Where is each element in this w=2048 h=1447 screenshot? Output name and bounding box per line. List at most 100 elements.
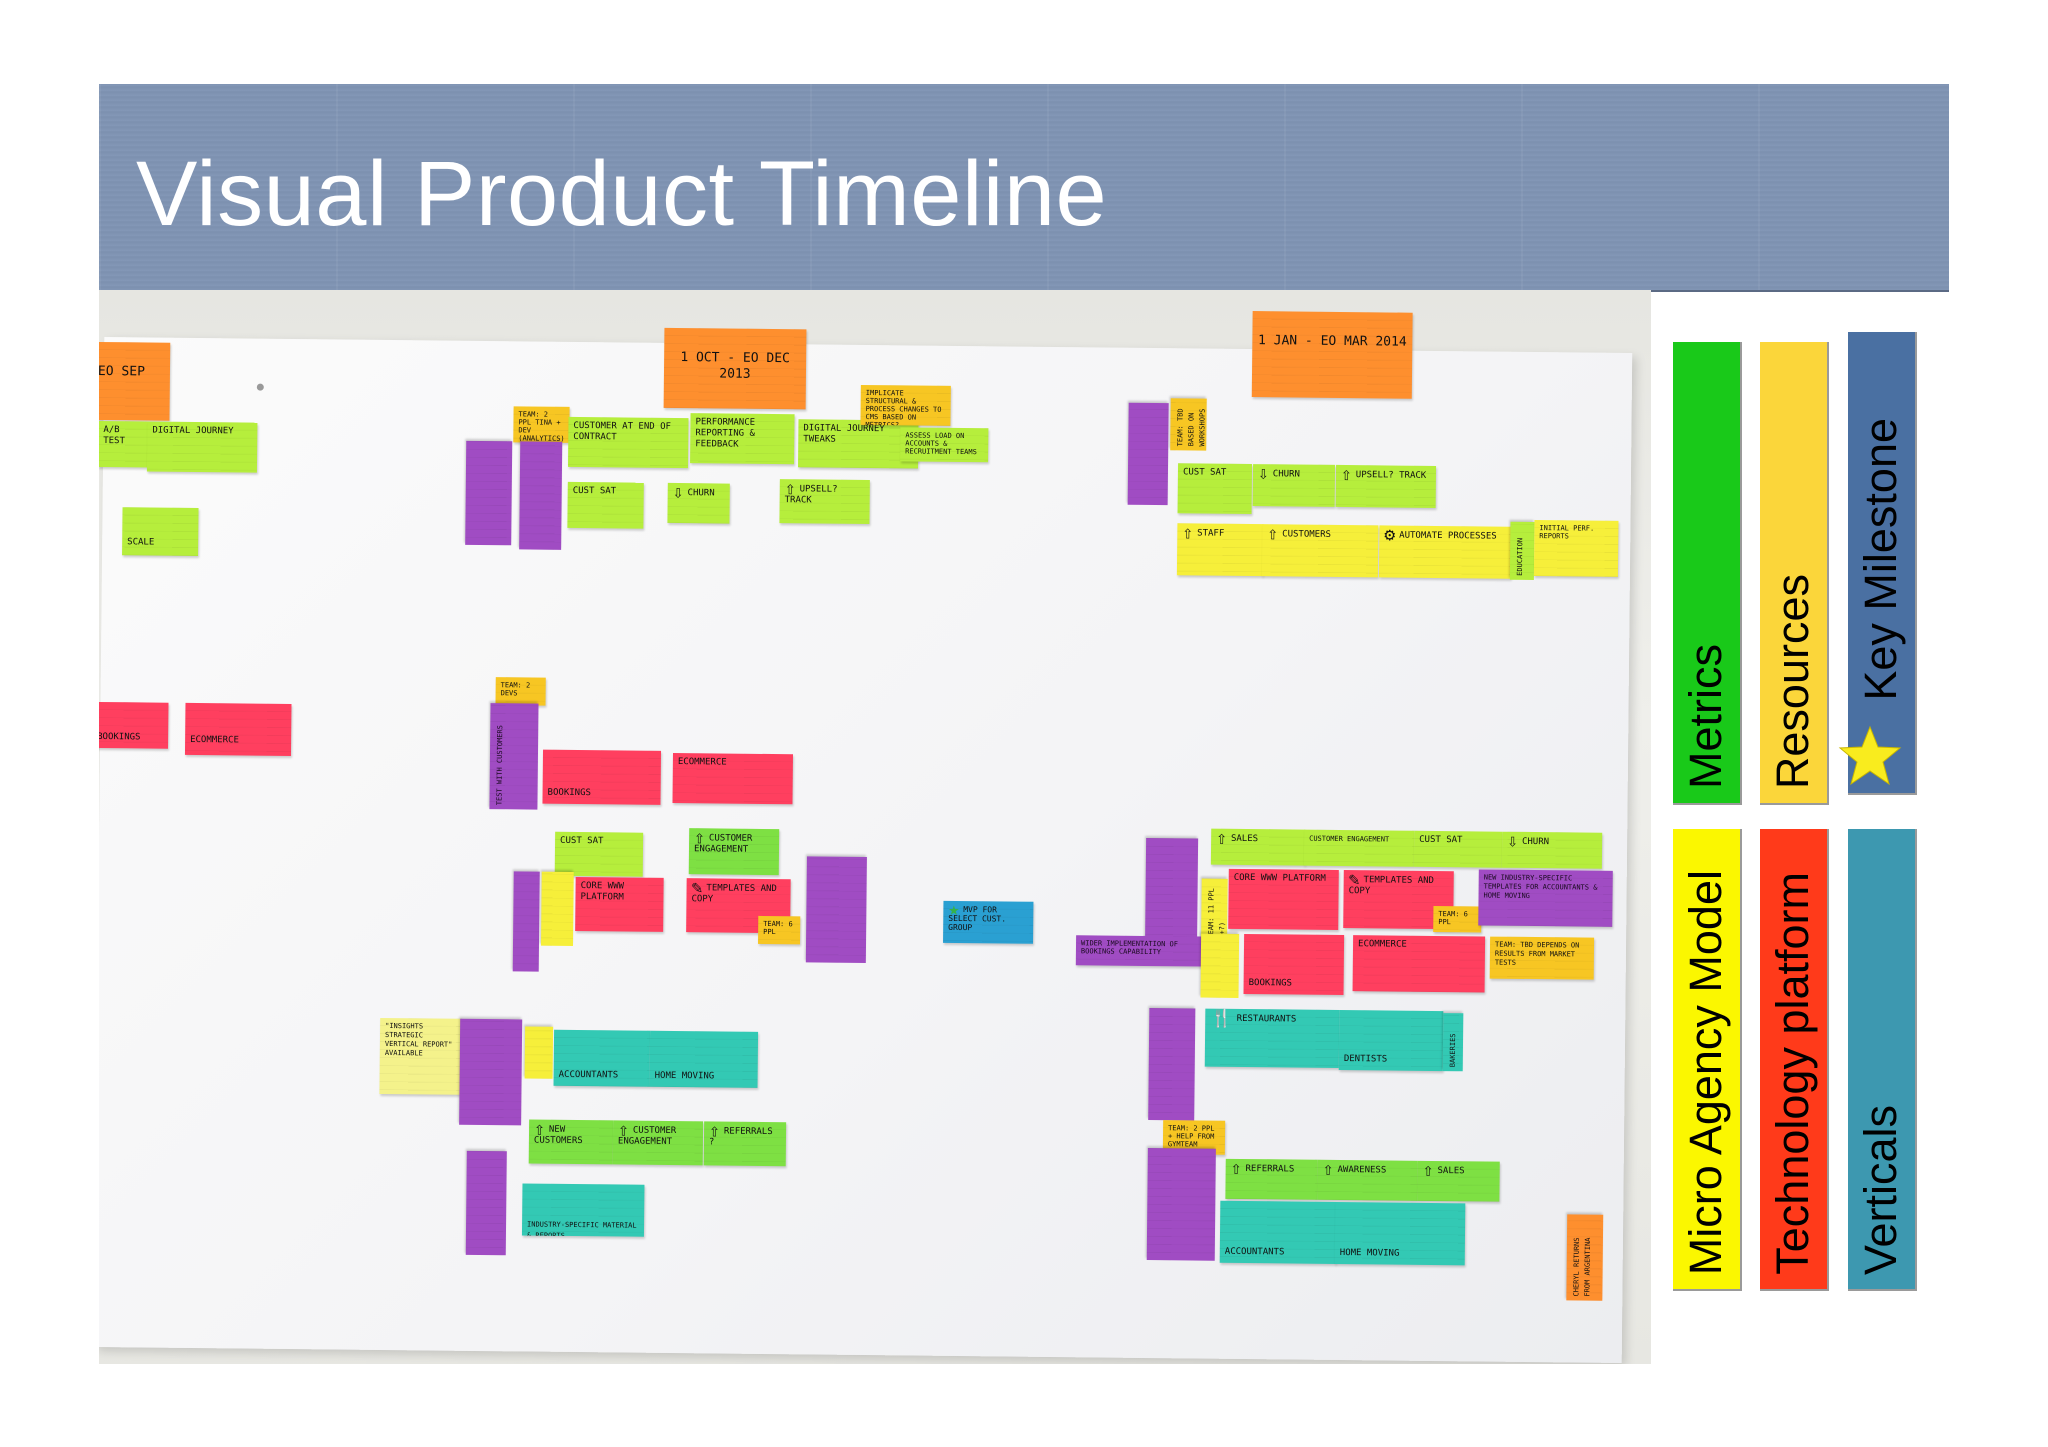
staff-label: STAFF	[1197, 528, 1225, 539]
note-referrals: ⇧REFERRALS ?	[703, 1121, 787, 1167]
note-purple-7	[459, 1018, 523, 1126]
pencil-icon: ✎	[1348, 870, 1360, 891]
pin-icon	[256, 383, 264, 391]
title-bar: Visual Product Timeline	[99, 84, 1949, 292]
arrow-up-icon: ⇧	[1340, 464, 1352, 486]
milestone-jan-mar: 1 JAN - EO MAR 2014	[1251, 311, 1413, 399]
note-purple-1	[465, 440, 513, 546]
note-perf-reporting: PERFORMANCE REPORTING & FEEDBACK	[690, 413, 795, 465]
note-cust-sat: CUST SAT	[567, 481, 644, 529]
timeline-photo: EO SEP 1 OCT - EO DEC 2013 1 JAN - EO MA…	[99, 290, 1651, 1364]
note-purple-10	[1146, 1147, 1216, 1261]
awareness-label: AWARENESS	[1337, 1164, 1387, 1176]
milestone-sep: EO SEP	[99, 341, 171, 421]
arrow-up-icon: ⇧	[784, 479, 796, 500]
note-team-6ppl: TEAM: 6 PPL	[758, 915, 801, 945]
star-icon: ★	[948, 900, 960, 921]
customers-label: CUSTOMERS	[1282, 529, 1332, 540]
star-icon	[1838, 725, 1902, 786]
note-vertical-report: "INSIGHTS STRATEGIC VERTICAL REPORT" AVA…	[379, 1017, 463, 1095]
arrow-up-icon: ⇧	[1267, 524, 1279, 545]
note-staff: ⇧STAFF	[1176, 523, 1264, 577]
legend-micro-agency: Micro Agency Model	[1673, 829, 1742, 1291]
note-digital-journey: DIGITAL JOURNEY	[146, 421, 258, 473]
note-sales-2: ⇧SALES	[1417, 1160, 1500, 1202]
note-scale: SCALE	[122, 507, 199, 557]
arrow-up-icon: ⇧	[533, 1119, 546, 1140]
sales-label: SALES	[1230, 833, 1259, 845]
milestone-oct-dec: 1 OCT - EO DEC 2013	[663, 327, 807, 410]
note-team-2devs: TEAM: 2 DEVS	[495, 677, 546, 706]
legend-verticals: Verticals	[1848, 829, 1917, 1291]
note-purple-8	[465, 1150, 507, 1256]
note-team-analytics: TEAM: 2 PPL TINA + DEV (ANALYTICS)	[513, 406, 570, 443]
restaurants-label: RESTAURANTS	[1236, 1013, 1297, 1025]
automate-label: AUTOMATE PROCESSES	[1399, 530, 1497, 542]
note-customer-engagement-2: CUSTOMER ENGAGEMENT	[1303, 829, 1415, 867]
note-cust-sat-2: CUST SAT	[1177, 463, 1253, 515]
note-accountants: ACCOUNTANTS	[553, 1029, 651, 1087]
note-education: EDUCATION	[1509, 521, 1535, 581]
arrow-up-icon: ⇧	[708, 1121, 721, 1142]
churn-label: CHURN	[687, 488, 715, 499]
legend-technology-platform-label: Technology platform	[1766, 872, 1818, 1275]
note-new-industry: NEW INDUSTRY-SPECIFIC TEMPLATES FOR ACCO…	[1478, 869, 1613, 927]
legend-verticals-label: Verticals	[1854, 1104, 1906, 1275]
note-churn: ⇩CHURN	[667, 482, 730, 524]
note-churn-3: ⇩CHURN	[1501, 831, 1603, 869]
note-ecommerce-left: ECOMMERCE	[184, 702, 292, 757]
arrow-up-icon: ⇧	[1422, 1160, 1434, 1181]
note-purple-9	[1148, 1008, 1196, 1121]
arrow-down-icon: ⇩	[1257, 464, 1269, 485]
arrow-up-icon: ⇧	[694, 828, 706, 849]
note-automate: ⚙AUTOMATE PROCESSES	[1378, 525, 1512, 579]
sales-2-label: SALES	[1437, 1166, 1465, 1177]
note-sales: ⇧SALES	[1210, 828, 1306, 866]
note-customer-eoc: CUSTOMER AT END OF CONTRACT	[567, 416, 689, 469]
arrow-up-icon: ⇧	[1216, 828, 1228, 849]
note-yellow-vert-1	[540, 871, 574, 946]
legend-resources-label: Resources	[1766, 573, 1818, 789]
note-customer-engagement: ⇧CUSTOMER ENGAGEMENT	[688, 828, 780, 876]
note-customer-engagement-3: ⇧CUSTOMER ENGAGEMENT	[612, 1120, 704, 1166]
referrals-2-label: REFERRALS	[1245, 1164, 1295, 1175]
note-team-vert-2	[1200, 933, 1240, 998]
slide-title: Visual Product Timeline	[136, 143, 1108, 245]
note-mvp: ★MVP FOR SELECT CUST. GROUP	[943, 900, 1034, 944]
note-awareness: ⇧AWARENESS	[1317, 1159, 1418, 1201]
note-churn-2: ⇩CHURN	[1252, 464, 1336, 507]
legend-micro-agency-label: Micro Agency Model	[1679, 869, 1731, 1275]
note-yellow-vert-3	[524, 1026, 554, 1079]
note-team-6ppl-2: TEAM: 6 PPL	[1433, 905, 1482, 933]
note-customers: ⇧CUSTOMERS	[1261, 524, 1379, 578]
legend-metrics: Metrics	[1673, 342, 1742, 805]
note-dentists: DENTISTS	[1338, 1009, 1444, 1072]
note-cust-sat-4: CUST SAT	[1413, 830, 1503, 868]
note-purple-2	[519, 441, 563, 550]
note-restaurants: 🍴RESTAURANTS	[1204, 1008, 1340, 1068]
legend-resources: Resources	[1760, 342, 1829, 805]
arrow-up-icon: ⇧	[1182, 523, 1194, 544]
note-new-customers: ⇧NEW CUSTOMERS	[528, 1119, 614, 1165]
templates-2-label: TEMPLATES AND COPY	[1348, 875, 1435, 897]
note-assess-load: ASSESS LOAD ON ACCOUNTS & RECRUITMENT TE…	[900, 427, 989, 463]
note-cust-sat-3: CUST SAT	[554, 831, 644, 877]
title-bar-texture	[99, 84, 1949, 290]
arrow-up-icon: ⇧	[1230, 1158, 1242, 1179]
note-purple-5	[805, 856, 867, 964]
note-home-moving-2: HOME MOVING	[1334, 1201, 1466, 1266]
note-bookings-left: BOOKINGS	[99, 701, 169, 749]
gear-icon: ⚙	[1384, 525, 1396, 546]
arrow-up-icon: ⇧	[1322, 1159, 1334, 1180]
note-ecommerce-2: ECOMMERCE	[1352, 935, 1486, 993]
note-referrals-2: ⇧REFERRALS	[1225, 1158, 1318, 1200]
note-ecommerce-mid: ECOMMERCE	[672, 753, 793, 805]
arrow-down-icon: ⇩	[672, 482, 684, 504]
legend-key-milestone-label: Key Milestone	[1854, 418, 1906, 701]
upsell-2-label: UPSELL? TRACK	[1355, 470, 1427, 481]
note-initial-perf: INITIAL PERF. REPORTS	[1533, 520, 1619, 577]
arrow-up-icon: ⇧	[617, 1120, 630, 1141]
note-upsell: ⇧UPSELL? TRACK	[779, 479, 870, 525]
note-core-platform: CORE WWW PLATFORM	[575, 876, 664, 932]
note-home-moving: HOME MOVING	[649, 1030, 759, 1088]
